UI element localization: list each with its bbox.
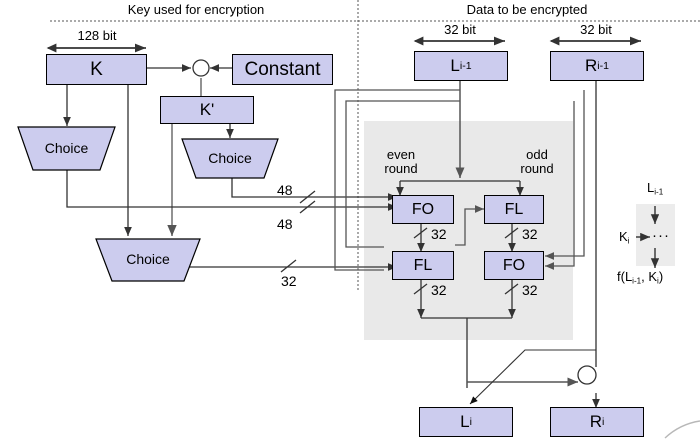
box-fo-even[interactable]: FO: [392, 195, 454, 224]
xor-gate-data: [577, 365, 597, 385]
box-fo-odd[interactable]: FO: [484, 251, 544, 280]
choice-2-label: Choice: [208, 150, 252, 166]
box-kprime[interactable]: K': [160, 96, 254, 124]
choice-1-label: Choice: [44, 140, 89, 156]
bus-label-fo-odd-out: 32: [522, 282, 538, 298]
label-32-bit-left: 32 bit: [444, 22, 476, 37]
bus-label-fl-odd-out: 32: [522, 226, 538, 242]
box-fl-odd[interactable]: FL: [484, 195, 544, 224]
legend-top-label: Li-1: [647, 180, 664, 197]
bus-label-48-top: 48: [277, 182, 293, 198]
choice-shape-1: [17, 126, 116, 171]
wire-feedback-inner: [345, 100, 460, 248]
choice-shape-2: [181, 138, 279, 179]
wire-choice1-to-bus48b: [66, 170, 397, 211]
box-kprime-label: K': [199, 100, 215, 119]
bus-label-32-key: 32: [281, 273, 297, 289]
bus-label-fo-even-out: 32: [431, 226, 447, 242]
label-128-bit: 128 bit: [77, 28, 117, 43]
wire-rprev-to-foodd-b: [545, 101, 575, 270]
wire-feedback-outer: [334, 89, 460, 271]
box-fo-odd-label: FO: [502, 256, 526, 274]
label-odd-round: odd round: [520, 147, 554, 176]
bus-slash-48-bottom: [299, 200, 316, 214]
section-title-key: Key used for encryption: [127, 2, 265, 17]
legend-ellipsis: ···: [652, 227, 670, 244]
wire-cross-to-fl-odd: [455, 205, 484, 246]
bus-slash-fo-even: [413, 227, 428, 239]
label-32-bit-right: 32 bit: [580, 22, 612, 37]
legend-bottom-label: f(Li-1, Ki): [617, 269, 664, 286]
corner-curve-decoration: [664, 420, 700, 439]
box-fl-even[interactable]: FL: [392, 251, 454, 280]
bus-slash-32-left: [280, 259, 297, 273]
bus-slash-fo-odd: [504, 283, 519, 295]
box-k-label: K: [90, 58, 103, 80]
wire-choice2-to-bus48a: [231, 178, 397, 201]
wire-rprev-to-foodd-a: [545, 90, 585, 260]
box-fl-even-label: FL: [413, 256, 433, 274]
choice-3-label: Choice: [126, 251, 170, 267]
bus-label-fl-even-out: 32: [431, 282, 447, 298]
box-constant[interactable]: Constant: [232, 54, 333, 85]
bus-slash-fl-even: [413, 283, 428, 295]
xor-gate-key: [192, 59, 210, 77]
box-k[interactable]: K: [46, 54, 147, 85]
choice-shape-3: [95, 238, 201, 282]
box-constant-label: Constant: [244, 58, 321, 80]
round-function-panel: [364, 121, 573, 340]
box-fl-odd-label: FL: [504, 200, 524, 218]
legend-key-label: Ki: [619, 229, 630, 246]
section-title-data: Data to be encrypted: [466, 2, 588, 17]
bus-slash-48-top: [299, 190, 316, 204]
bus-label-48-bottom: 48: [277, 216, 293, 232]
wire-crossover-to-li: [469, 349, 576, 405]
box-fo-even-label: FO: [411, 200, 435, 218]
bus-slash-fl-odd: [504, 227, 519, 239]
label-even-round: even round: [384, 147, 418, 176]
